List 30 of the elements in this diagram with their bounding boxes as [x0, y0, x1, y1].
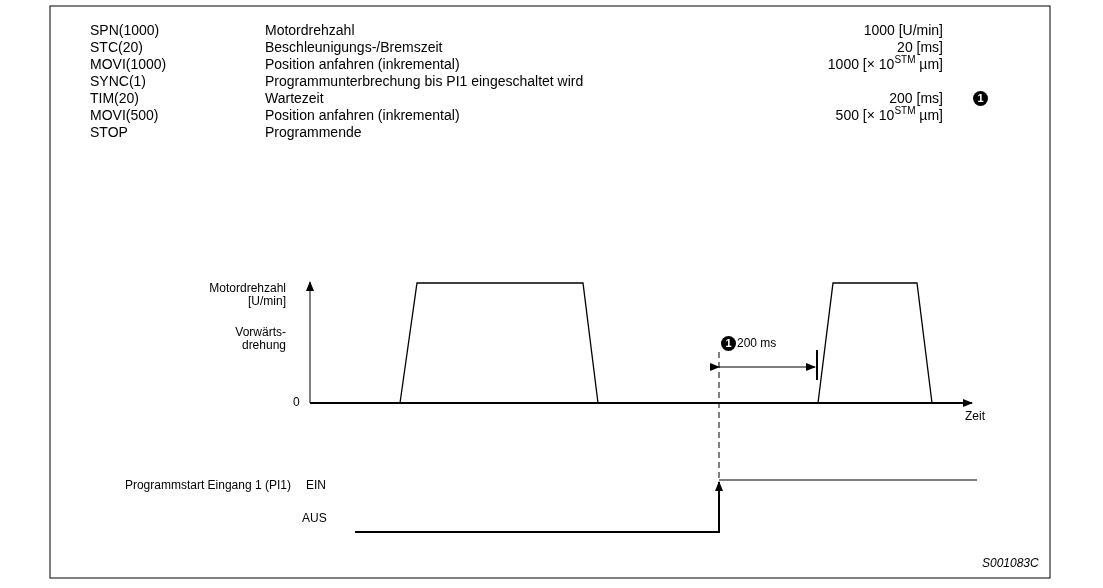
command-text: SPN(1000): [90, 22, 160, 38]
axis-label: Motordrehzahl [U/min]: [208, 282, 286, 308]
dimension-label: 200 ms: [737, 337, 777, 350]
command-text: STC(20): [90, 39, 143, 55]
command-text: TIM(20): [90, 90, 139, 106]
description-text: Position anfahren (inkremental): [265, 107, 460, 123]
command-text: MOVI(500): [90, 107, 159, 123]
description-text: Programmende: [265, 124, 362, 140]
command-text: MOVI(1000): [90, 56, 167, 72]
signal-label: Programmstart Eingang 1 (PI1): [123, 479, 291, 492]
value-text: 1000 [U/min]: [862, 22, 943, 38]
value-text: 1000 [× 10$^{STM}$ µm]: [826, 56, 943, 72]
value-text: 500 [× 10$^{STM}$ µm]: [834, 107, 943, 123]
axis-tick-label: 0: [293, 396, 300, 409]
command-text: SYNC(1): [90, 73, 146, 89]
command-text: STOP: [90, 124, 128, 140]
state-label: EIN: [306, 479, 326, 492]
description-text: Position anfahren (inkremental): [265, 56, 460, 72]
axis-label: Zeit: [965, 410, 985, 423]
axis-label: Vorwärts- drehung: [234, 326, 286, 352]
callout-number: 1: [721, 336, 736, 351]
value-text: 200 [ms]: [888, 90, 943, 106]
value-text: 20 [ms]: [896, 39, 943, 55]
description-text: Wartezeit: [265, 90, 324, 106]
callout-number: 1: [973, 91, 988, 106]
description-text: Programmunterbrechung bis PI1 eingeschaltet wird: [265, 73, 584, 89]
figure-id: S001083C: [982, 557, 1039, 570]
state-label: AUS: [302, 512, 327, 525]
description-text: Beschleunigungs-/Bremszeit: [265, 39, 443, 55]
description-text: Motordrehzahl: [265, 22, 355, 38]
